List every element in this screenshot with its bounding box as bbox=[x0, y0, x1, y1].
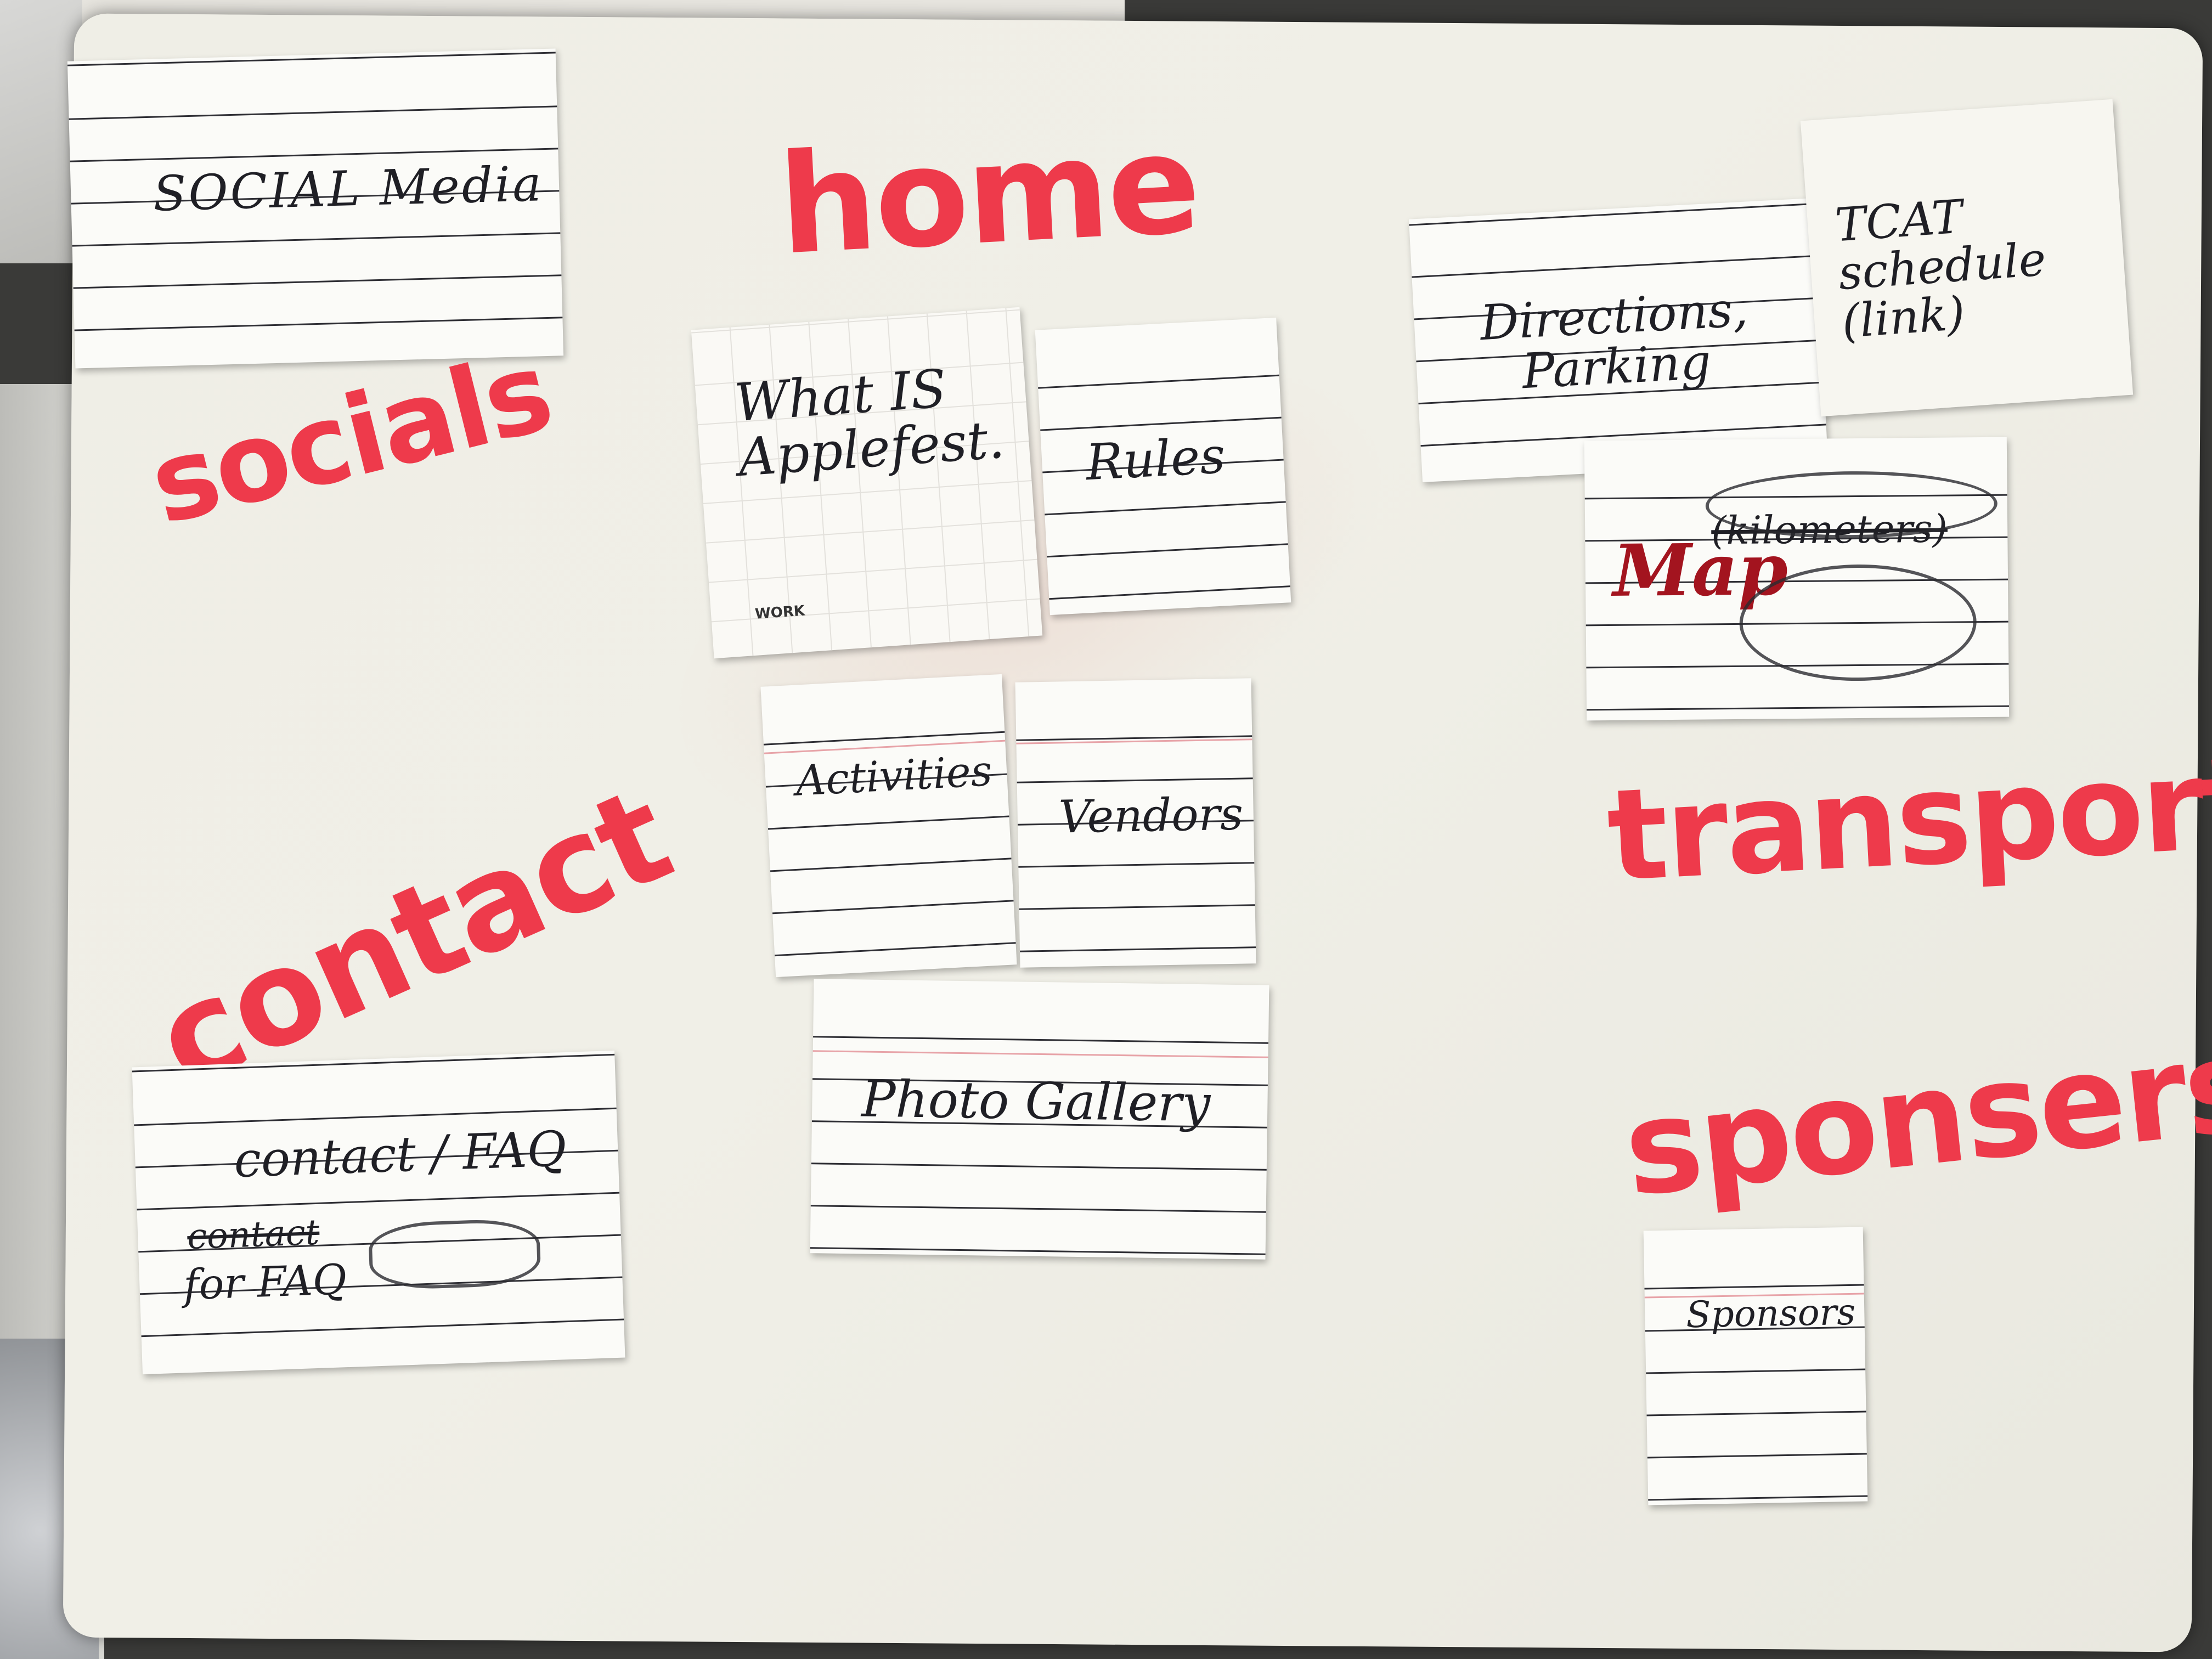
card-photo-gallery-text: Photo Gallery bbox=[861, 1069, 1211, 1133]
card-social-media-text: SOCIAL Media bbox=[152, 155, 544, 222]
card-activities-text: Activities bbox=[794, 746, 994, 805]
card-activities: Activities bbox=[760, 674, 1017, 978]
card-rules: Rules bbox=[1035, 317, 1291, 616]
scribble-marks bbox=[1705, 470, 1998, 540]
card-contact-faq-text: contact / FAQ bbox=[233, 1120, 568, 1189]
category-home: home bbox=[775, 104, 1202, 285]
card-sponsors-text: Sponsors bbox=[1685, 1290, 1856, 1336]
card-contact-for-faq-text: for FAQ bbox=[182, 1255, 348, 1310]
scribble-marks bbox=[368, 1217, 541, 1291]
card-contact-struck-text: contact bbox=[187, 1212, 320, 1258]
card-tcat-schedule: TCAT schedule (link) bbox=[1800, 99, 2134, 417]
card-sponsors: Sponsors bbox=[1643, 1227, 1868, 1505]
scribble-marks bbox=[1739, 563, 1977, 682]
card-vendors-text: Vendors bbox=[1058, 788, 1244, 844]
work-tag: WORK bbox=[754, 602, 806, 623]
card-photo-gallery: Photo Gallery bbox=[810, 979, 1269, 1260]
card-what-is-applefest-text: What IS Applefest. bbox=[732, 358, 1007, 488]
category-transport: transport bbox=[1604, 730, 2212, 910]
card-contact-faq: contact / FAQ contact for FAQ bbox=[132, 1050, 625, 1375]
card-map: (kilometers) Map bbox=[1584, 437, 2010, 721]
card-tcat-schedule-text: TCAT schedule (link) bbox=[1833, 189, 2048, 349]
card-what-is-applefest: What IS Applefest. WORK bbox=[691, 307, 1043, 659]
card-directions-parking-text: Directions, Parking bbox=[1479, 280, 1750, 400]
card-social-media: SOCIAL Media bbox=[67, 48, 564, 369]
card-vendors: Vendors bbox=[1015, 678, 1256, 968]
card-rules-text: Rules bbox=[1084, 427, 1227, 492]
